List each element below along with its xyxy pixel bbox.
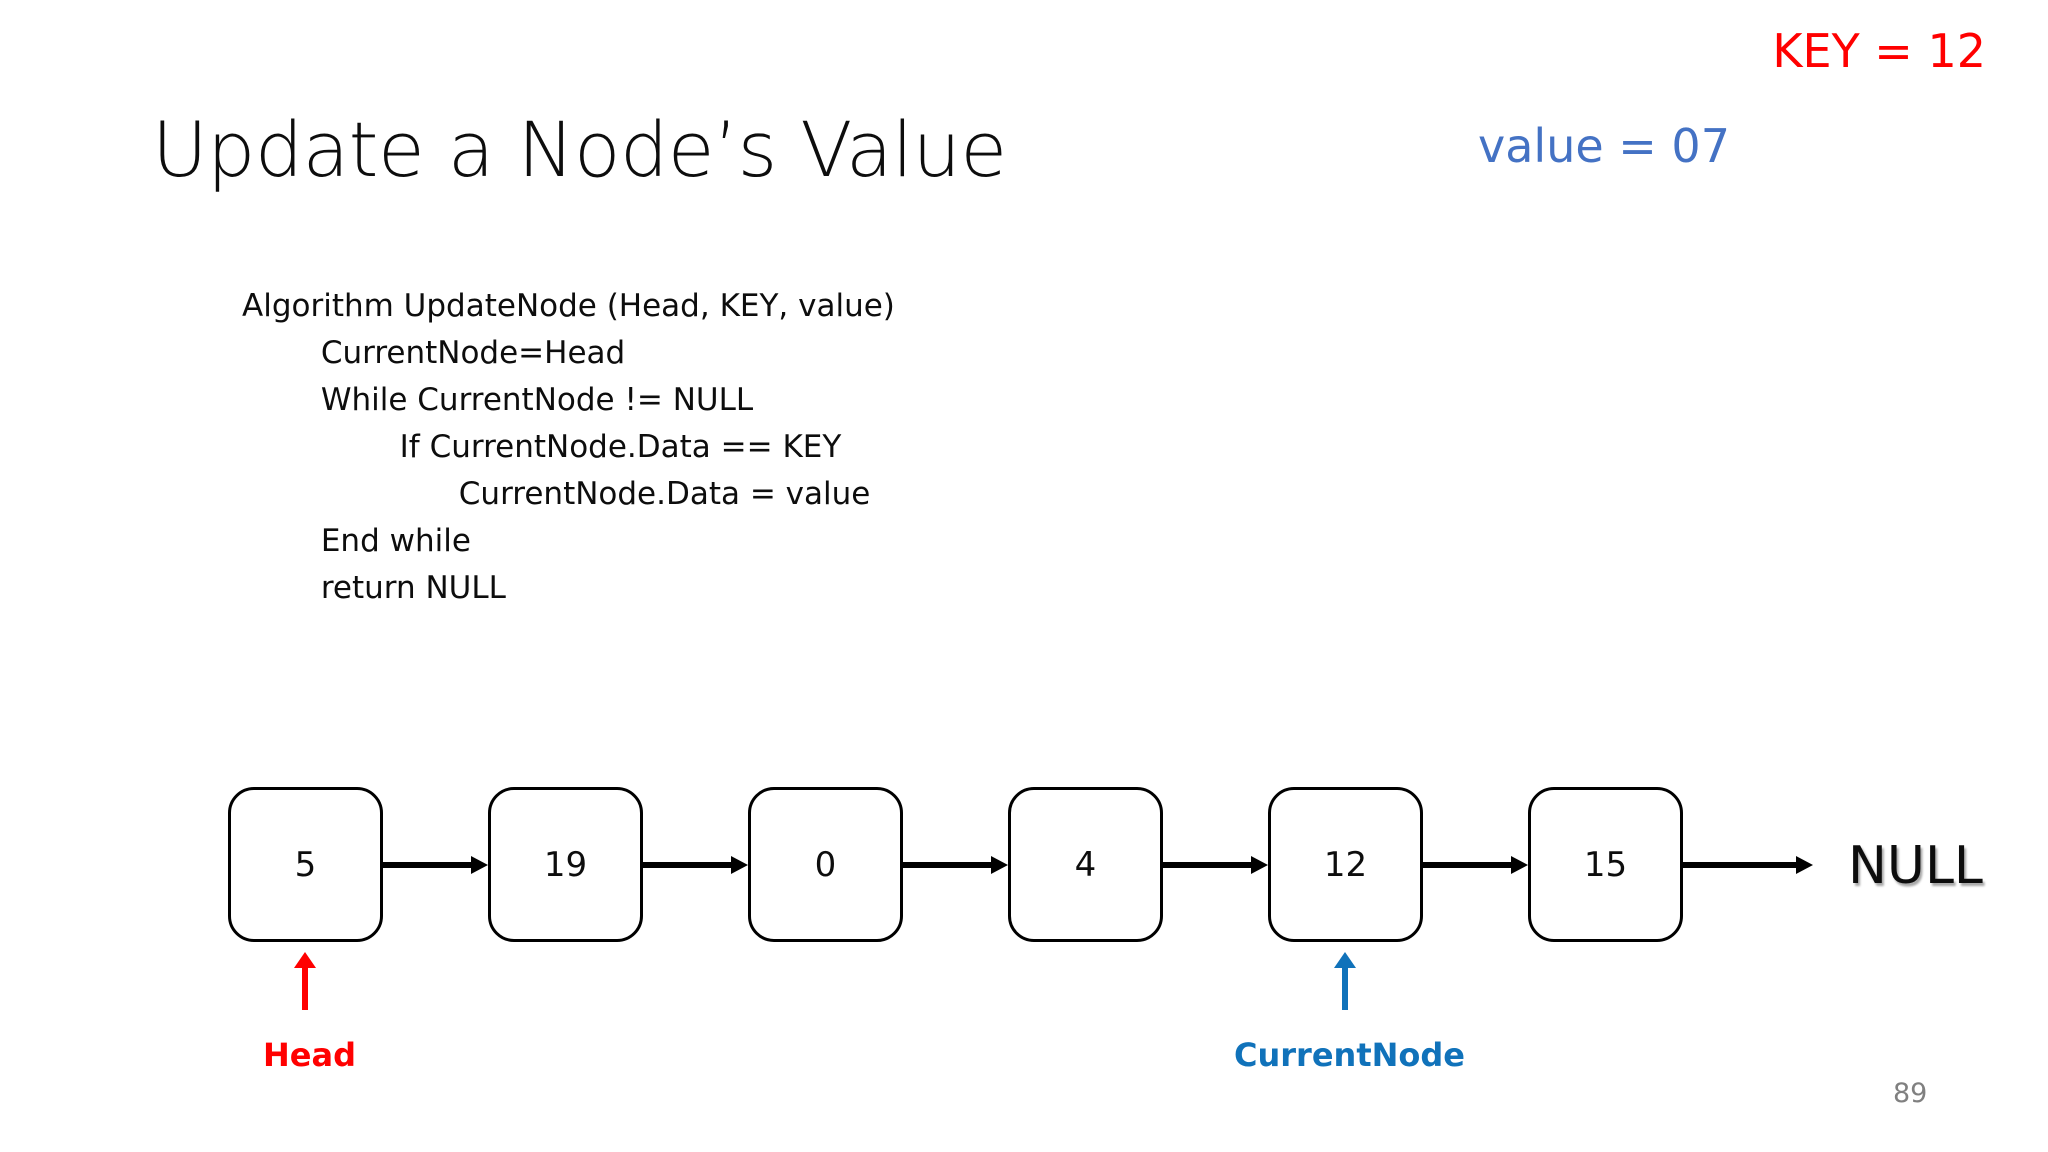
algorithm-line: End while xyxy=(242,523,471,559)
key-annotation: KEY = 12 xyxy=(1772,24,1986,78)
pointer-arrow-head xyxy=(1334,952,1356,968)
arrow-shaft xyxy=(383,862,473,868)
next-pointer-arrow-icon xyxy=(1163,856,1268,874)
list-node-value: 4 xyxy=(1074,844,1097,885)
list-node-value: 0 xyxy=(814,844,837,885)
next-pointer-arrow-icon xyxy=(383,856,488,874)
list-node-value: 15 xyxy=(1583,844,1628,885)
pointer-label-currentnode: CurrentNode xyxy=(1234,1036,1465,1074)
list-node[interactable]: 12 xyxy=(1268,787,1423,942)
list-node-value: 19 xyxy=(543,844,588,885)
algorithm-line: Algorithm UpdateNode (Head, KEY, value) xyxy=(242,288,895,324)
pointer-arrow-shaft xyxy=(1342,966,1348,1010)
arrow-head xyxy=(1796,856,1813,874)
list-node-value: 12 xyxy=(1323,844,1368,885)
list-node[interactable]: 4 xyxy=(1008,787,1163,942)
pointer-arrow-head-icon xyxy=(294,952,316,1010)
null-terminator-label: NULL xyxy=(1848,836,1983,896)
algorithm-line: CurrentNode.Data = value xyxy=(242,476,871,512)
next-pointer-arrow-icon xyxy=(903,856,1008,874)
algorithm-line: If CurrentNode.Data == KEY xyxy=(242,429,842,465)
algorithm-line: While CurrentNode != NULL xyxy=(242,382,754,418)
algorithm-line: return NULL xyxy=(242,570,506,606)
algorithm-block: Algorithm UpdateNode (Head, KEY, value) … xyxy=(242,283,895,612)
next-pointer-arrow-icon xyxy=(1683,856,1813,874)
page-title: Update a Node’s Value xyxy=(152,105,1007,194)
arrow-shaft xyxy=(1423,862,1513,868)
page-number: 89 xyxy=(1893,1078,1928,1109)
arrow-head xyxy=(1511,856,1528,874)
arrow-head xyxy=(1251,856,1268,874)
pointer-arrow-currentnode-icon xyxy=(1334,952,1356,1010)
list-node[interactable]: 15 xyxy=(1528,787,1683,942)
list-node[interactable]: 19 xyxy=(488,787,643,942)
pointer-arrow-shaft xyxy=(302,966,308,1010)
arrow-shaft xyxy=(1163,862,1253,868)
next-pointer-arrow-icon xyxy=(1423,856,1528,874)
pointer-arrow-head xyxy=(294,952,316,968)
arrow-shaft xyxy=(1683,862,1798,868)
arrow-shaft xyxy=(903,862,993,868)
arrow-head xyxy=(731,856,748,874)
arrow-head xyxy=(991,856,1008,874)
algorithm-line: CurrentNode=Head xyxy=(242,335,626,371)
list-node-value: 5 xyxy=(294,844,317,885)
next-pointer-arrow-icon xyxy=(643,856,748,874)
arrow-shaft xyxy=(643,862,733,868)
list-node[interactable]: 0 xyxy=(748,787,903,942)
arrow-head xyxy=(471,856,488,874)
list-node[interactable]: 5 xyxy=(228,787,383,942)
value-annotation: value = 07 xyxy=(1478,119,1730,173)
pointer-label-head: Head xyxy=(263,1036,356,1074)
